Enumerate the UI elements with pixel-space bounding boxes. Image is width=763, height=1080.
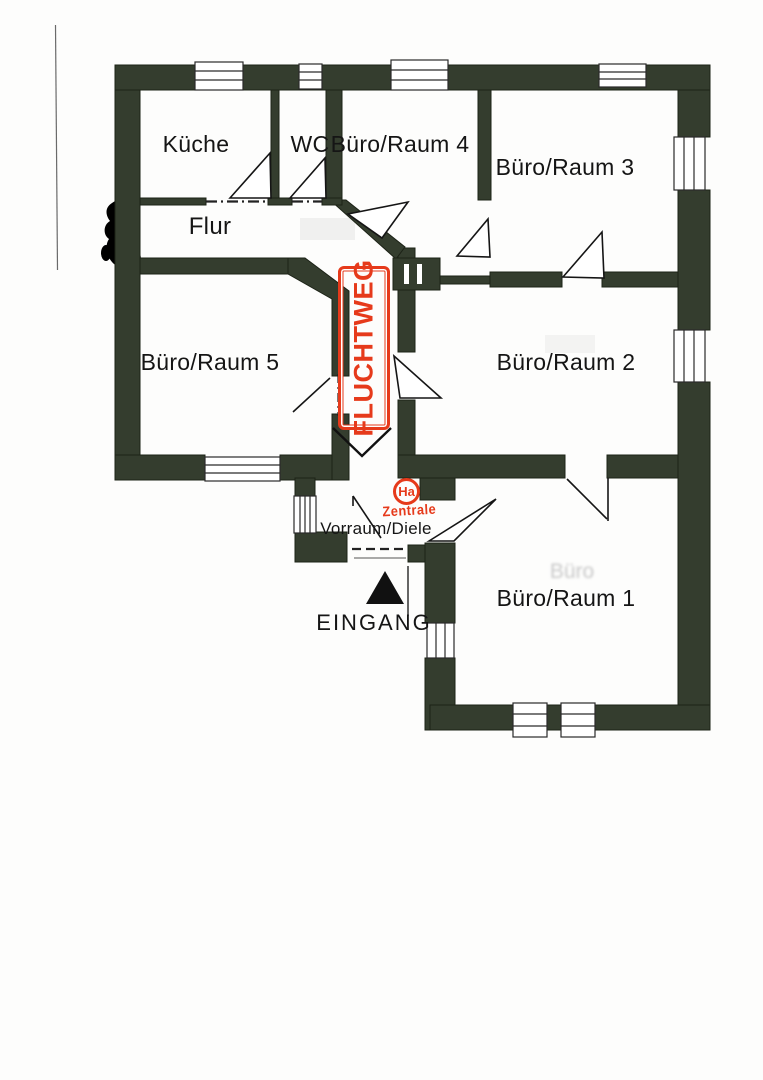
entrance-marker xyxy=(366,566,409,616)
room-label-raum5: Büro/Raum 5 xyxy=(140,349,280,375)
entrance-label: EINGANG xyxy=(316,610,432,635)
fluchtweg-stamp: FLUCHTWEG xyxy=(338,260,390,436)
ink-blob-nub xyxy=(101,245,111,261)
entrance-arrow-icon xyxy=(366,571,404,604)
wall-raum2-bottom xyxy=(606,454,679,479)
ha-zentrale-stamp-icon: Ha xyxy=(393,478,420,505)
wall-raum1-bottom xyxy=(546,704,562,731)
wall-stub-block xyxy=(392,257,441,291)
room-label-raum1: Büro/Raum 1 xyxy=(496,585,636,611)
window-top-raum4 xyxy=(390,59,449,91)
wall-raum3-bottom xyxy=(601,271,679,288)
ha-stamp-text: Ha xyxy=(398,484,415,499)
window-raum1-left xyxy=(426,622,455,659)
window-raum1-bottom-2 xyxy=(560,702,596,738)
room-label-raum4: Büro/Raum 4 xyxy=(330,131,470,157)
wall-raum3-bottom xyxy=(489,271,563,288)
stub-block-ticks xyxy=(404,264,422,284)
door-leaf-raum1-top xyxy=(566,478,608,520)
escape-route-arrow-icon xyxy=(332,427,392,458)
door-swing-raum1-vorraum xyxy=(426,498,497,542)
window-top-wc xyxy=(298,63,323,90)
faint-watermark: Büro xyxy=(549,560,595,583)
wall-raum4-raum3 xyxy=(477,89,492,201)
window-top-kueche xyxy=(194,61,244,91)
scan-line xyxy=(54,24,59,271)
room-label-wc: WC xyxy=(290,131,330,157)
wall-left xyxy=(114,89,141,481)
wall-raum3-bottom-thin xyxy=(439,275,491,285)
scan-smudge xyxy=(545,335,595,353)
wall-raum1-left xyxy=(424,542,456,624)
wall-raum2-bottom xyxy=(397,454,566,479)
wall-raum5-bottom xyxy=(114,454,206,481)
window-raum5-bottom xyxy=(204,456,281,482)
wall-raum1-bottom xyxy=(594,704,711,731)
window-raum1-bottom-1 xyxy=(512,702,548,738)
window-right-raum3 xyxy=(673,136,706,191)
wall-wc-left xyxy=(270,89,280,201)
wall-right xyxy=(677,381,711,731)
wall-wc-bottom xyxy=(321,197,343,206)
wall-raum5-bottom xyxy=(279,454,333,481)
window-right-raum2 xyxy=(673,329,706,383)
wall-vorraum-corner xyxy=(294,531,348,563)
wall-raum5-top xyxy=(139,257,291,275)
wall-vorraum-left xyxy=(294,477,316,497)
wall-raum1-left xyxy=(419,477,456,501)
wall-right xyxy=(677,89,711,138)
room-label-kueche: Küche xyxy=(162,131,230,157)
room-label-flur: Flur xyxy=(188,213,232,240)
window-top-raum3 xyxy=(598,63,647,88)
room-label-raum3: Büro/Raum 3 xyxy=(495,154,635,180)
room-label-vorraum: Vorraum/Diele xyxy=(320,519,432,538)
wall-right xyxy=(677,189,711,331)
wall-corridor-right xyxy=(397,399,416,456)
windows xyxy=(194,59,706,738)
zentrale-stamp-text: Zentrale xyxy=(381,500,437,520)
door-swing-raum3-hall xyxy=(455,216,491,258)
door-swing-wc xyxy=(288,155,327,199)
fluchtweg-stamp-text: FLUCHTWEG xyxy=(348,259,379,437)
wall-kueche-bottom xyxy=(139,197,207,206)
wall-wc-bottom xyxy=(267,197,293,206)
door-swing-raum4 xyxy=(346,200,410,240)
door-leaf-vorraum xyxy=(352,495,382,539)
window-vorraum-left xyxy=(293,495,317,534)
door-swings xyxy=(228,150,609,542)
wall-raum1-bottom xyxy=(429,704,514,731)
door-swing-raum3-raum2 xyxy=(561,229,605,279)
door-leaf-raum5 xyxy=(292,377,331,413)
door-swing-kueche xyxy=(228,150,272,199)
scan-smudge xyxy=(300,218,355,240)
room-label-raum2: Büro/Raum 2 xyxy=(496,349,636,375)
door-swing-raum2 xyxy=(392,353,444,399)
